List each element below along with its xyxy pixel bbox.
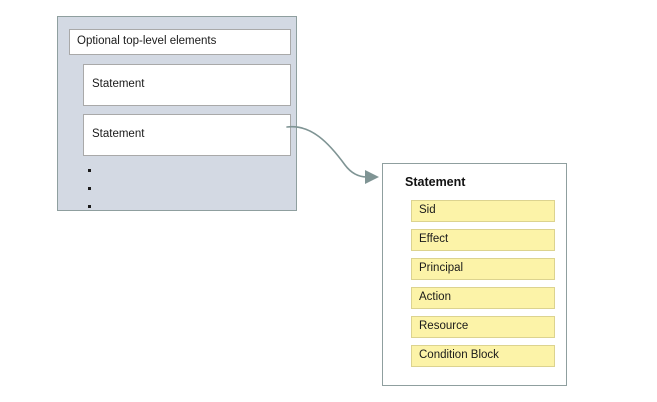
statement-detail-title: Statement <box>405 175 466 189</box>
statement-box-1-label: Statement <box>92 78 145 91</box>
statement-field-principal: Principal <box>411 258 555 280</box>
statement-field-effect: Effect <box>411 229 555 251</box>
statement-field-condition-block-label: Condition Block <box>419 349 499 362</box>
continuation-dot-1 <box>88 169 91 172</box>
statement-expansion-arrow <box>286 125 379 184</box>
statement-field-resource: Resource <box>411 316 555 338</box>
statement-box-2-label: Statement <box>92 128 145 141</box>
statement-field-sid-label: Sid <box>419 204 436 217</box>
arrow-curve-path <box>286 125 368 178</box>
arrowhead-icon <box>365 170 379 184</box>
statement-field-list: Sid Effect Principal Action Resource Con… <box>411 200 555 374</box>
continuation-dot-3 <box>88 205 91 208</box>
top-level-elements-label: Optional top-level elements <box>77 35 217 48</box>
statement-field-effect-label: Effect <box>419 233 449 246</box>
policy-panel: Optional top-level elements Statement St… <box>57 16 297 211</box>
statement-field-principal-label: Principal <box>419 262 464 275</box>
top-level-elements-box: Optional top-level elements <box>69 29 291 55</box>
statement-box-1: Statement <box>83 64 291 106</box>
statement-field-condition-block: Condition Block <box>411 345 555 367</box>
continuation-dots <box>88 169 108 223</box>
statement-field-action-label: Action <box>419 291 451 304</box>
statement-field-resource-label: Resource <box>419 320 469 333</box>
statement-field-action: Action <box>411 287 555 309</box>
continuation-dot-2 <box>88 187 91 190</box>
statement-field-sid: Sid <box>411 200 555 222</box>
statement-box-2: Statement <box>83 114 291 156</box>
statement-detail-panel: Statement Sid Effect Principal Action Re… <box>382 163 567 386</box>
